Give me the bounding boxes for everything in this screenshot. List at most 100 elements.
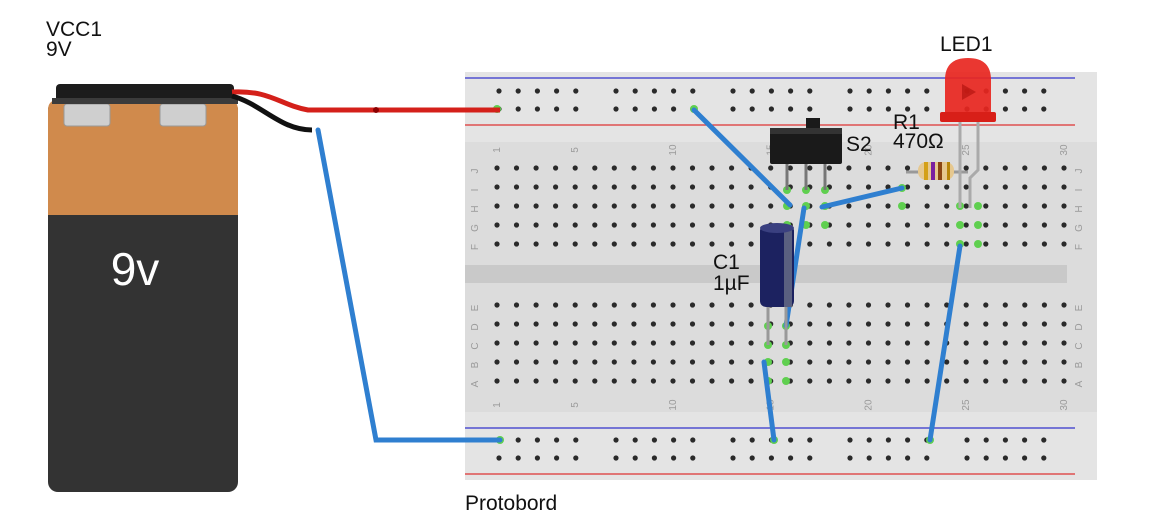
breadboard-marking: F	[1074, 244, 1085, 250]
breadboard-hole	[670, 340, 676, 346]
breadboard-hole	[865, 241, 872, 247]
breadboard-hole	[846, 165, 852, 171]
breadboard-hole	[689, 241, 696, 247]
breadboard-marking: D	[470, 323, 481, 330]
breadboard-hole	[983, 340, 989, 346]
breadboard-hole	[690, 455, 696, 461]
breadboard-hole	[1022, 222, 1028, 228]
battery-voltage-label: 9V	[46, 38, 72, 61]
breadboard-hole	[1002, 437, 1009, 443]
breadboard-hole	[885, 455, 892, 461]
breadboard-marking: G	[1074, 224, 1085, 232]
breadboard-hole	[788, 455, 794, 461]
breadboard-hole	[611, 203, 617, 209]
breadboard-hole	[1002, 359, 1008, 365]
breadboard-hole	[865, 203, 872, 209]
breadboard-hole	[632, 106, 638, 112]
breadboard-hole	[885, 203, 891, 209]
breadboard-hole	[670, 302, 676, 308]
breadboard-hole	[983, 203, 989, 209]
breadboard-hole	[650, 340, 657, 346]
breadboard-hole	[513, 378, 520, 384]
breadboard-hole	[748, 340, 754, 346]
breadboard-hole	[670, 378, 676, 384]
breadboard-hole	[1041, 437, 1047, 443]
breadboard-hole	[944, 359, 950, 365]
breadboard-hole	[788, 106, 794, 112]
wire-led-to-ground	[927, 243, 963, 443]
breadboard-marking: 30	[1059, 144, 1070, 156]
breadboard-hole	[513, 222, 520, 228]
breadboard-marking: 5	[570, 147, 581, 153]
breadboard-hole	[924, 241, 930, 247]
breadboard-hole	[846, 302, 852, 308]
breadboard-hole	[964, 455, 970, 461]
breadboard-hole	[709, 184, 715, 190]
breadboard-hole	[494, 241, 500, 247]
breadboard-marking: A	[470, 380, 481, 387]
breadboard-hole	[1041, 165, 1047, 171]
breadboard-hole	[592, 184, 598, 190]
breadboard-hole	[865, 222, 872, 228]
breadboard-hole	[554, 88, 560, 94]
breadboard-hole	[513, 321, 520, 327]
breadboard-hole	[963, 184, 969, 190]
breadboard-hole	[964, 437, 970, 443]
breadboard-hole	[924, 321, 930, 327]
resistor-name-label: R1	[893, 111, 920, 134]
breadboard-hole	[748, 203, 754, 209]
breadboard-hole	[533, 302, 539, 308]
breadboard-hole	[689, 359, 696, 365]
breadboard-hole	[1041, 378, 1047, 384]
breadboard-markings: 151015202530151015202530JJIIHHGGFFEEDDCC…	[470, 144, 1085, 411]
breadboard-hole	[611, 378, 617, 384]
breadboard-hole	[826, 321, 833, 327]
breadboard-hole	[1022, 302, 1028, 308]
battery-terminal-negative	[63, 103, 111, 127]
breadboard-hole	[730, 455, 736, 461]
breadboard-hole	[1061, 203, 1067, 209]
breadboard-hole	[1061, 378, 1067, 384]
breadboard-marking: E	[470, 304, 481, 311]
breadboard-marking: 5	[570, 402, 581, 408]
breadboard-hole	[847, 106, 853, 112]
breadboard-hole	[826, 165, 833, 171]
breadboard-hole	[983, 184, 989, 190]
breadboard-hole	[748, 222, 754, 228]
breadboard-hole	[826, 340, 833, 346]
breadboard-hole	[847, 455, 853, 461]
breadboard-hole	[1022, 378, 1028, 384]
breadboard-hole	[1061, 340, 1067, 346]
breadboard-marking: J	[470, 169, 481, 174]
breadboard-hole	[1041, 455, 1047, 461]
breadboard-hole	[494, 184, 500, 190]
breadboard-hole	[963, 321, 969, 327]
breadboard-hole	[924, 455, 930, 461]
breadboard-hole	[788, 88, 794, 94]
breadboard-hole	[846, 359, 852, 365]
breadboard-hole	[554, 455, 560, 461]
breadboard-hole	[807, 88, 813, 94]
breadboard-hole	[885, 437, 892, 443]
breadboard-hole	[494, 165, 500, 171]
breadboard-marking: 25	[961, 144, 972, 156]
breadboard-hole	[553, 165, 559, 171]
breadboard-hole	[709, 241, 715, 247]
breadboard-hole	[748, 378, 754, 384]
breadboard-hole	[983, 437, 989, 443]
breadboard-hole	[748, 359, 754, 365]
breadboard-hole	[944, 241, 950, 247]
breadboard-hole	[494, 340, 500, 346]
breadboard-hole	[553, 340, 559, 346]
breadboard-hole	[963, 378, 969, 384]
breadboard-hole	[592, 378, 598, 384]
breadboard-marking: E	[1074, 304, 1085, 311]
breadboard-hole	[613, 437, 619, 443]
breadboard-hole	[963, 165, 969, 171]
breadboard-name-label: Protobord	[465, 492, 558, 515]
breadboard-hole	[944, 222, 950, 228]
breadboard-hole	[826, 302, 833, 308]
breadboard-marking: 10	[668, 399, 679, 411]
breadboard-hole	[709, 165, 715, 171]
wire-capacitor-to-ground	[761, 359, 777, 443]
